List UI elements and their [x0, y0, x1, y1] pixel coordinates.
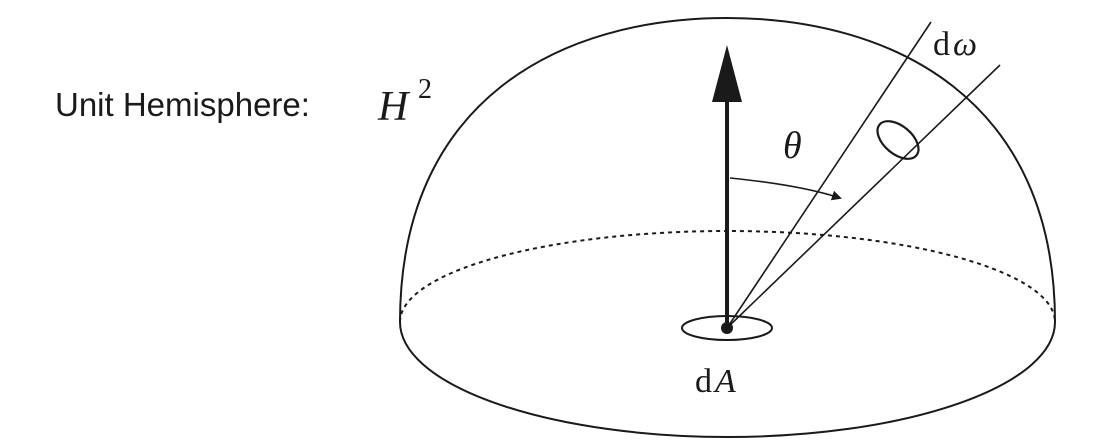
- solid-angle-d-label: d: [933, 26, 950, 63]
- base-ellipse-front: [399, 321, 1056, 438]
- hemisphere-title-label: Unit Hemisphere:: [55, 86, 310, 123]
- hemisphere-symbol: H: [377, 84, 411, 130]
- normal-vector-arrowhead: [712, 45, 742, 102]
- solid-angle-cap-ellipse: [876, 120, 920, 160]
- theta-arc-arrow: [729, 177, 842, 201]
- solid-angle-omega-label: ω: [953, 26, 977, 63]
- hemisphere-dome: [399, 16, 1056, 323]
- hemisphere-exponent: 2: [418, 74, 432, 105]
- area-a-label: A: [713, 363, 736, 400]
- area-d-label: d: [695, 363, 712, 400]
- solid-angle-cone-right: [726, 64, 1001, 329]
- theta-label: θ: [783, 125, 802, 167]
- solid-angle-cone-left: [726, 21, 932, 329]
